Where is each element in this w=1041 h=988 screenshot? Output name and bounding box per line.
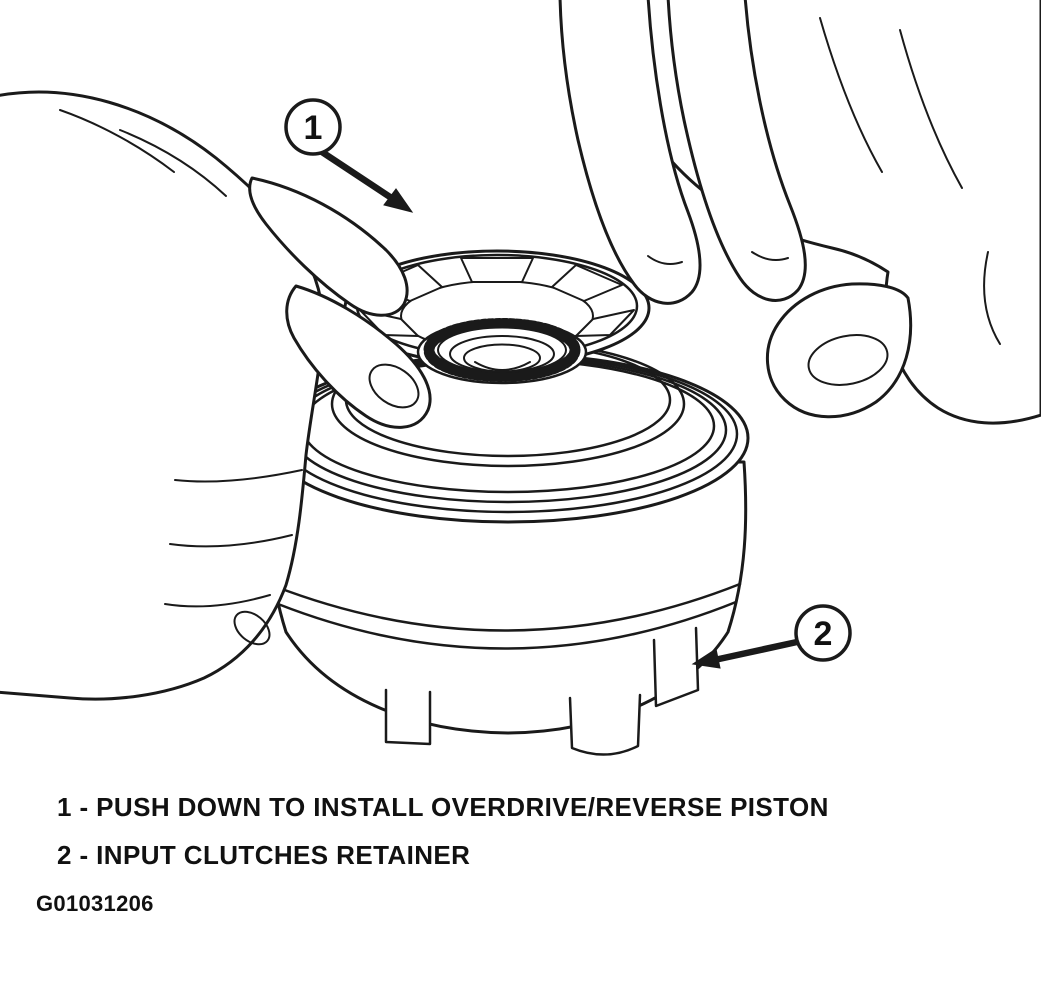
callout-2-arrow-line xyxy=(715,638,801,663)
callout-2-arrow-head xyxy=(691,648,721,669)
clutch-assembly-diagram: 1 2 xyxy=(0,0,1041,756)
legend-item-1: 1 - PUSH DOWN TO INSTALL OVERDRIVE/REVER… xyxy=(57,792,829,822)
hub-depth-line xyxy=(474,361,531,371)
retainer-notch xyxy=(384,688,432,746)
piston-slot-top xyxy=(460,257,534,283)
right-thumb-nail xyxy=(807,334,889,386)
left-thumb xyxy=(285,284,432,429)
hub-center-bore xyxy=(463,343,541,373)
retainer-seam-arc-1 xyxy=(272,582,742,632)
right-index-finger xyxy=(558,0,702,305)
right-hand-creases xyxy=(819,17,1001,345)
input-clutches-retainer xyxy=(266,340,750,756)
callout-1-arrow-head xyxy=(383,188,414,213)
legend-item-2: 2 - INPUT CLUTCHES RETAINER xyxy=(57,840,471,870)
figure-id: G01031206 xyxy=(36,891,154,916)
callout-2-circle xyxy=(794,604,852,662)
retainer-seam-arc-2 xyxy=(276,600,738,650)
hub-spline-teeth xyxy=(423,318,581,382)
retainer-lug xyxy=(652,626,700,708)
callout-1-number: 1 xyxy=(304,109,323,147)
left-hand-finger-creases xyxy=(59,109,303,608)
left-index-finger xyxy=(248,176,409,317)
left-thumb-nail xyxy=(368,363,420,409)
overdrive-reverse-piston xyxy=(343,249,651,385)
left-hand xyxy=(0,90,432,701)
right-fingertip-creases xyxy=(647,251,789,265)
callout-1: 1 xyxy=(284,98,414,213)
splined-hub xyxy=(416,318,588,385)
right-thumb xyxy=(766,282,913,419)
callout-2-number: 2 xyxy=(814,615,833,653)
right-hand xyxy=(558,0,1041,425)
retainer-tab xyxy=(568,693,642,756)
callout-2: 2 xyxy=(691,604,852,669)
left-finger-nail xyxy=(233,610,271,646)
callout-1-circle xyxy=(284,98,342,156)
callout-1-arrow-line xyxy=(318,148,394,201)
right-middle-finger xyxy=(666,0,807,302)
left-hand-palm xyxy=(0,90,325,701)
piston-slot-top-right xyxy=(551,264,623,302)
